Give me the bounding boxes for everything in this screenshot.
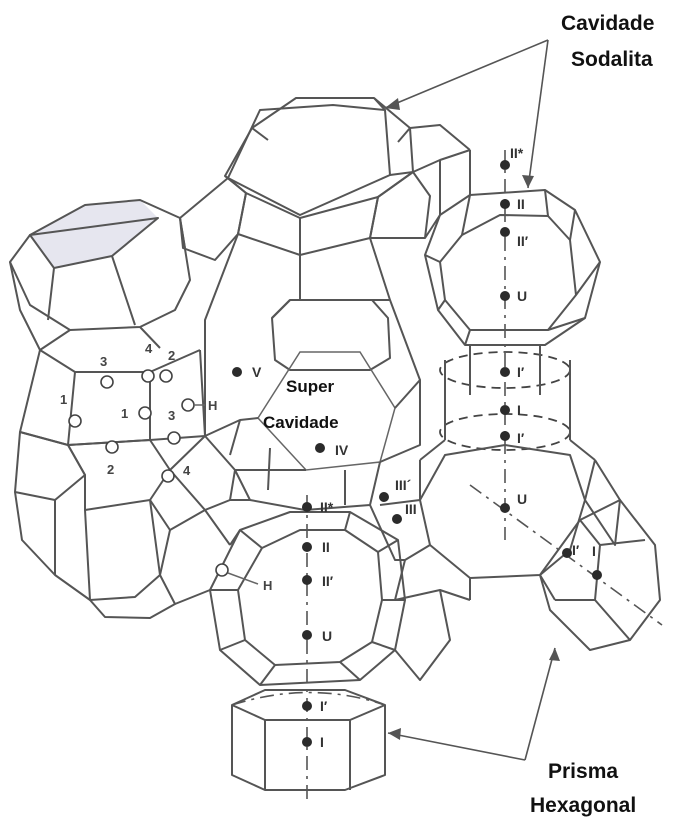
site-label: IV [335, 442, 349, 458]
site-label: III´ [395, 477, 412, 493]
oxygen-site [142, 370, 154, 382]
site-dot [500, 291, 510, 301]
sodalite-cage-bottom [175, 512, 470, 685]
super-cavidade-label: Super Cavidade [263, 377, 339, 432]
site-label: I [592, 543, 596, 559]
oxygen-site [160, 370, 172, 382]
hydrogen-label: H [208, 398, 217, 413]
hexagonal-prism-left [20, 350, 205, 445]
oxygen-label: 1 [121, 406, 128, 421]
oxygen-label: 2 [107, 462, 114, 477]
sodalite-cage-lower-left [15, 432, 235, 618]
site-dot [500, 367, 510, 377]
site-label: V [252, 364, 262, 380]
site-dot [315, 443, 325, 453]
site-dot [500, 160, 510, 170]
prisma-hexagonal-callout: Prisma Hexagonal [530, 760, 636, 817]
oxygen-site [162, 470, 174, 482]
site-dot [302, 502, 312, 512]
site-dot [592, 570, 602, 580]
site-dot [302, 701, 312, 711]
site-dot [500, 405, 510, 415]
site-label: II [517, 196, 525, 212]
sites-right-prism: I′ I [562, 542, 602, 580]
oxygen-label: 1 [60, 392, 67, 407]
oxygen-site [106, 441, 118, 453]
symmetry-axes [307, 150, 662, 800]
site-label: II* [510, 145, 524, 161]
super-cavidade-line2: Cavidade [263, 413, 339, 432]
site-dot [379, 492, 389, 502]
hexagonal-prism-right [420, 345, 595, 460]
site-label: II [322, 539, 330, 555]
site-dot [302, 737, 312, 747]
prisma-hexagonal-line2: Hexagonal [530, 794, 636, 817]
hydrogen-label: H [263, 578, 272, 593]
site-label: III [405, 501, 417, 517]
sodalite-cage-top [180, 98, 430, 260]
site-dot [302, 542, 312, 552]
site-label: U [322, 628, 332, 644]
cavidade-sodalita-callout: Cavidade Sodalita [561, 12, 654, 71]
site-label: I [320, 734, 324, 750]
oxygen-label: 4 [145, 341, 153, 356]
oxygen-site [69, 415, 81, 427]
oxygen-label: 3 [168, 408, 175, 423]
oxygen-label: 3 [100, 354, 107, 369]
site-label: II* [320, 499, 334, 515]
site-label: U [517, 288, 527, 304]
site-dot [500, 199, 510, 209]
site-dot [500, 503, 510, 513]
site-dot [302, 630, 312, 640]
site-label: I′ [517, 364, 525, 380]
site-dot [562, 548, 572, 558]
sodalite-cage-left [10, 200, 190, 350]
site-label: II′ [322, 573, 334, 589]
oxygen-site [168, 432, 180, 444]
cavidade-sodalita-line2: Sodalita [571, 48, 653, 71]
site-label: I′ [517, 430, 525, 446]
prisma-hexagonal-line1: Prisma [548, 760, 618, 783]
site-dot [232, 367, 242, 377]
super-cavidade-line1: Super [286, 377, 335, 396]
sites-oxygen: 1 2 3 4 1 2 3 4 H H [60, 341, 272, 593]
site-label: I [517, 402, 521, 418]
site-label: I′ [320, 698, 328, 714]
site-dot [500, 227, 510, 237]
site-label: U [517, 491, 527, 507]
oxygen-label: 2 [168, 348, 175, 363]
oxygen-label: 4 [183, 463, 191, 478]
oxygen-site [216, 564, 228, 576]
site-dot [500, 431, 510, 441]
site-dot [392, 514, 402, 524]
site-label: II′ [517, 233, 529, 249]
cavidade-sodalita-line1: Cavidade [561, 12, 654, 35]
oxygen-site [139, 407, 151, 419]
site-label: I′ [572, 542, 580, 558]
oxygen-site [182, 399, 194, 411]
site-dot [302, 575, 312, 585]
oxygen-site [101, 376, 113, 388]
